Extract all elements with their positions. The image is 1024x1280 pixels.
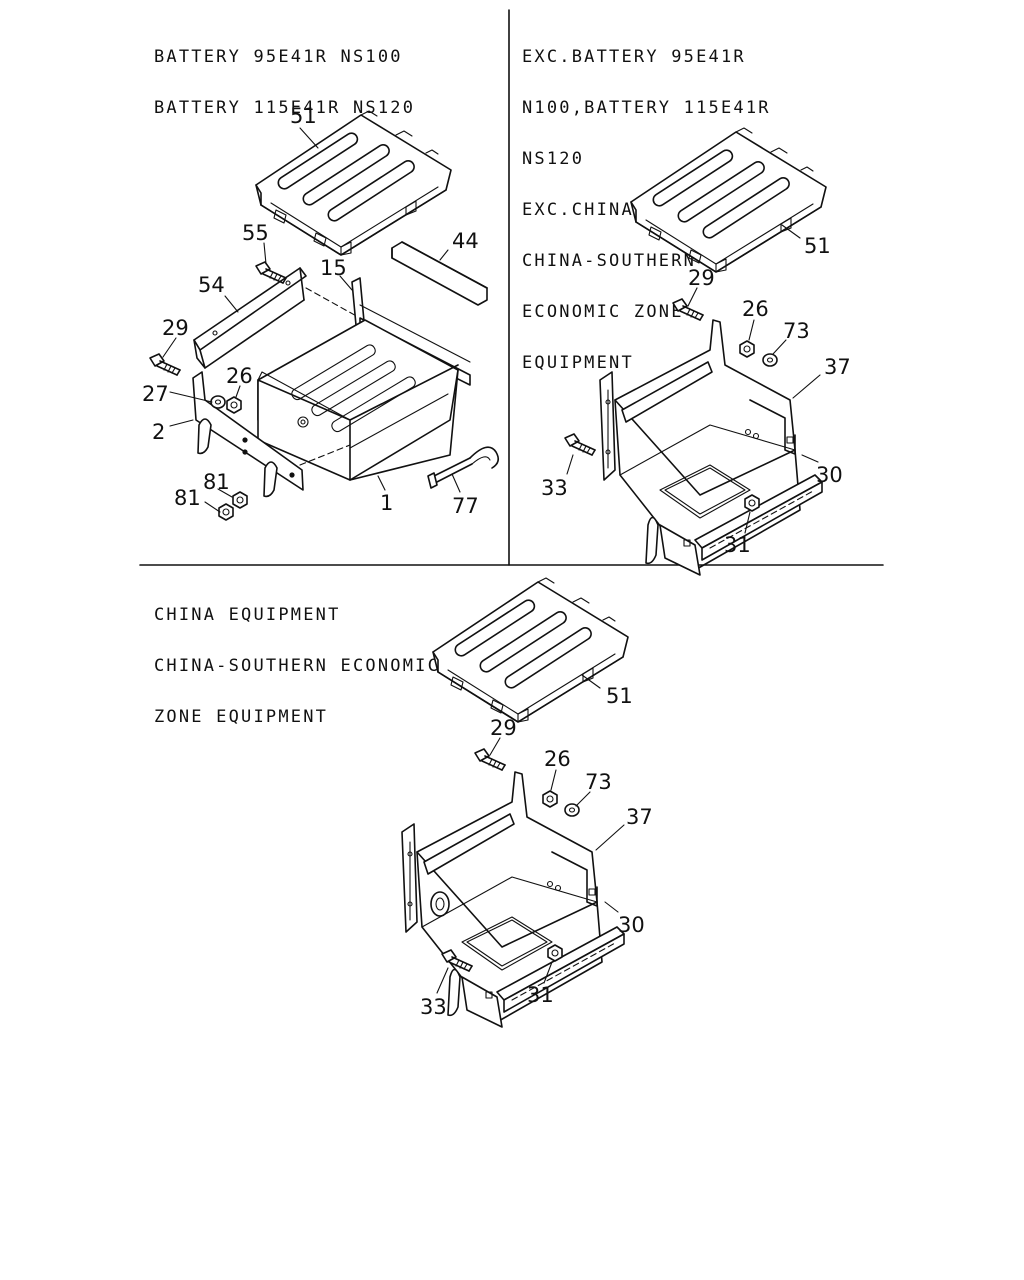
callout-37: 37 — [824, 355, 851, 379]
callout-26: 26 — [544, 747, 571, 771]
caption-top-left: BATTERY 95E41R NS100 BATTERY 115E41R NS1… — [154, 15, 415, 151]
callout-33: 33 — [541, 476, 568, 500]
callout-30: 30 — [618, 913, 645, 937]
callout-73: 73 — [585, 770, 612, 794]
callout-77: 77 — [452, 494, 479, 518]
callout-26: 26 — [226, 364, 253, 388]
caption-line: CHINA-SOUTHERN — [522, 251, 697, 271]
callout-51: 51 — [606, 684, 633, 708]
callout-31: 31 — [724, 533, 751, 557]
caption-line: CHINA EQUIPMENT — [154, 605, 341, 625]
caption-bottom: CHINA EQUIPMENT CHINA-SOUTHERN ECONOMIC … — [154, 573, 440, 760]
callout-51: 51 — [804, 234, 831, 258]
caption-line: N100,BATTERY 115E41R — [522, 98, 771, 118]
callout-1: 1 — [380, 491, 393, 515]
caption-top-right: EXC.BATTERY 95E41R N100,BATTERY 115E41R … — [522, 15, 771, 406]
caption-line: EXC.BATTERY 95E41R — [522, 47, 746, 67]
callout-81: 81 — [174, 486, 201, 510]
callout-26: 26 — [742, 297, 769, 321]
caption-line: CHINA-SOUTHERN ECONOMIC — [154, 656, 441, 676]
callout-31: 31 — [527, 983, 554, 1007]
callout-33: 33 — [420, 995, 447, 1019]
callout-29: 29 — [688, 266, 715, 290]
callout-15: 15 — [320, 256, 347, 280]
caption-line: BATTERY 95E41R NS100 — [154, 47, 403, 67]
caption-line: BATTERY 115E41R NS120 — [154, 98, 416, 118]
callout-30: 30 — [816, 463, 843, 487]
callout-54: 54 — [198, 273, 225, 297]
caption-line: NS120 — [522, 149, 585, 169]
caption-line: ZONE EQUIPMENT — [154, 707, 329, 727]
callout-51: 51 — [290, 104, 317, 128]
callout-37: 37 — [626, 805, 653, 829]
callout-29: 29 — [490, 716, 517, 740]
callout-2: 2 — [152, 420, 165, 444]
caption-line: ECONOMIC ZONE — [522, 302, 684, 322]
callout-81: 81 — [203, 470, 230, 494]
caption-line: EQUIPMENT — [522, 353, 634, 373]
callout-44: 44 — [452, 229, 479, 253]
callout-29: 29 — [162, 316, 189, 340]
callout-73: 73 — [783, 319, 810, 343]
callout-55: 55 — [242, 221, 269, 245]
callout-27: 27 — [142, 382, 169, 406]
